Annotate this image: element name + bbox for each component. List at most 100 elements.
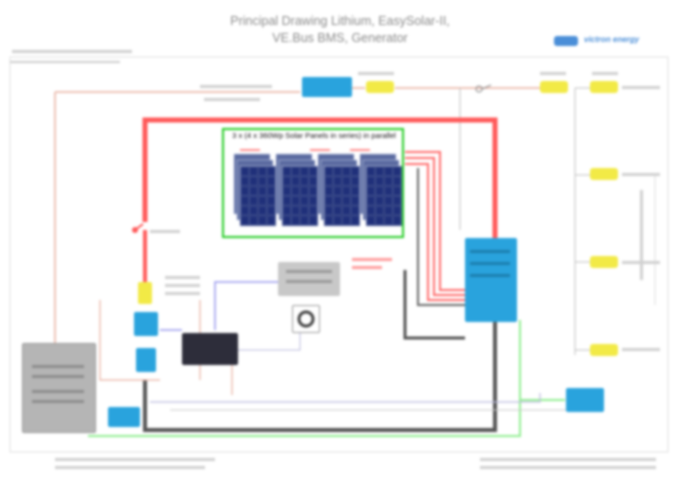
solar-cell	[375, 176, 384, 186]
solar-cell	[342, 186, 351, 196]
solar-cell	[249, 166, 258, 176]
solar-cell	[366, 166, 375, 176]
solar-cell	[267, 186, 276, 196]
solar-cell	[267, 215, 276, 225]
solar-cell	[342, 215, 351, 225]
bms-device	[278, 262, 340, 296]
solar-cell	[351, 166, 360, 176]
load-breaker-2	[590, 168, 618, 180]
solar-array	[228, 148, 403, 232]
solar-cell	[366, 176, 375, 186]
page-title: Principal Drawing Lithium, EasySolar-II,	[230, 14, 450, 28]
solar-cell	[282, 186, 291, 196]
solar-cell	[375, 206, 384, 215]
page-border	[9, 56, 669, 453]
solar-cell	[258, 166, 267, 176]
solar-array-caption: 3 x (4 x 360Wp Solar Panels in series) i…	[232, 131, 396, 140]
solar-cell	[282, 206, 291, 215]
solar-cell	[291, 215, 300, 225]
solar-cell	[375, 215, 384, 225]
solar-cell	[249, 186, 258, 196]
negative-main-cable	[143, 322, 497, 432]
ac-breaker-2	[540, 81, 568, 93]
solar-array-highlight	[222, 128, 404, 238]
solar-cell	[258, 196, 267, 206]
main-fuse	[138, 282, 152, 304]
solar-cell	[342, 206, 351, 215]
color-control-gx	[182, 333, 238, 365]
solar-cell	[324, 196, 333, 206]
solar-cell	[300, 166, 309, 176]
solar-cell	[300, 215, 309, 225]
solar-cell	[309, 206, 318, 215]
solar-cell	[258, 215, 267, 225]
lynx-distributor	[134, 312, 158, 336]
solar-cell	[333, 176, 342, 186]
solar-cell	[291, 206, 300, 215]
battery-switch-icon	[125, 220, 145, 240]
solar-cell	[291, 176, 300, 186]
solar-cell	[267, 196, 276, 206]
solar-cell	[393, 176, 402, 186]
pv-positive-lead	[405, 151, 465, 291]
solar-cell	[258, 176, 267, 186]
solar-cell	[384, 206, 393, 215]
rcd-switch-icon	[473, 82, 493, 96]
solar-cell	[240, 176, 249, 186]
solar-cell	[324, 206, 333, 215]
solar-cell	[291, 196, 300, 206]
mppt-controller	[566, 388, 604, 412]
solar-cell	[351, 186, 360, 196]
bms-bottom-device	[108, 407, 140, 427]
solar-panels-svg	[233, 153, 403, 227]
solar-cell	[393, 186, 402, 196]
solar-cell	[300, 176, 309, 186]
data-cable-1	[214, 281, 278, 330]
solar-cell	[375, 186, 384, 196]
solar-cell	[267, 166, 276, 176]
solar-cell	[384, 166, 393, 176]
page-subtitle: VE.Bus BMS, Generator	[272, 31, 408, 45]
solar-cell	[333, 206, 342, 215]
solar-cell	[282, 176, 291, 186]
solar-cell	[333, 215, 342, 225]
generator-device	[302, 77, 352, 97]
solar-cell	[249, 215, 258, 225]
solar-cell	[282, 196, 291, 206]
pv-negative-lead	[403, 270, 465, 340]
lithium-battery	[22, 343, 96, 433]
solar-cell	[393, 166, 402, 176]
ac-breaker-1	[366, 81, 394, 93]
load-breaker-4	[590, 344, 618, 356]
solar-cell	[240, 196, 249, 206]
solar-cell	[333, 186, 342, 196]
solar-cell	[351, 176, 360, 186]
solar-cell	[258, 186, 267, 196]
solar-cell	[384, 176, 393, 186]
solar-cell	[324, 166, 333, 176]
solar-cell	[333, 196, 342, 206]
solar-cell	[309, 166, 318, 176]
solar-cell	[342, 176, 351, 186]
solar-cell	[351, 196, 360, 206]
solar-cell	[384, 186, 393, 196]
victron-logo	[552, 33, 668, 49]
solar-cell	[240, 186, 249, 196]
solar-cell	[375, 166, 384, 176]
solar-cell	[300, 196, 309, 206]
dc-shunt	[136, 348, 156, 372]
load-breaker-3	[590, 256, 618, 268]
solar-cell	[393, 215, 402, 225]
solar-cell	[309, 215, 318, 225]
data-cable-2	[150, 393, 541, 403]
solar-cell	[384, 196, 393, 206]
solar-cell	[300, 186, 309, 196]
victron-logo-icon	[554, 36, 578, 46]
solar-cell	[366, 186, 375, 196]
solar-cell	[249, 196, 258, 206]
solar-cell	[375, 196, 384, 206]
solar-cell	[240, 166, 249, 176]
